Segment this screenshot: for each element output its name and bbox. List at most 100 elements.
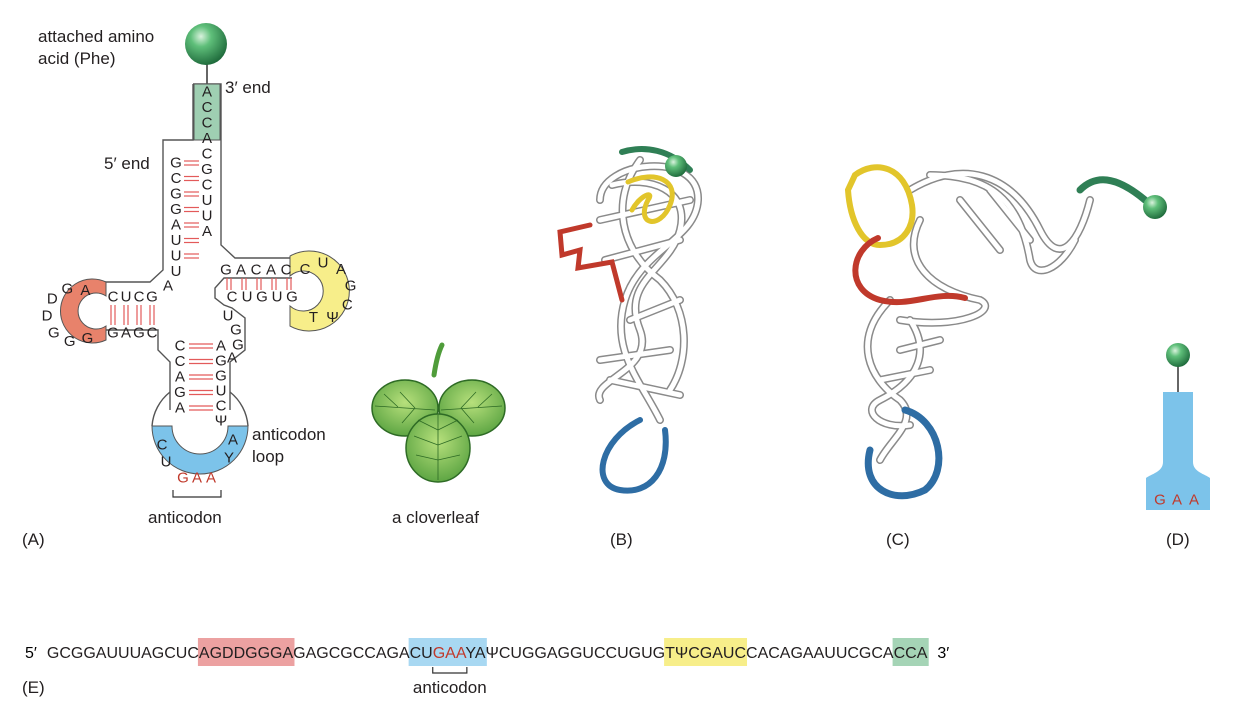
d-loop-nt: G (82, 330, 94, 347)
sequence-suffix: 3′ (937, 645, 949, 662)
panel-b-3d-structure: (B) (557, 146, 703, 549)
sequence-highlights (197, 638, 929, 666)
d-stem-bottom-nt: G (133, 325, 145, 342)
anticodon-loop-left-nt: U (161, 454, 172, 471)
sequence-segment: CACAGAAUUCGCA (746, 645, 894, 662)
acceptor-3prime-nt: A (202, 84, 212, 101)
sequence-segment: TΨCGAUC (665, 645, 746, 662)
variable-loop-nt: G (232, 337, 244, 354)
anticodon-nt: A (192, 470, 202, 487)
panel-b-t-loop (625, 174, 675, 224)
anticodon-stem-left-nt: C (175, 353, 186, 370)
sequence-highlight-d (197, 638, 295, 666)
t-loop-nt: G (345, 278, 357, 295)
acceptor-3prime-nt: U (202, 208, 213, 225)
anticodon-nt: G (177, 470, 189, 487)
sequence-segment: GCGGAUUUAGCUC (47, 645, 199, 662)
anticodon-loop (151, 425, 249, 475)
d-loop-nt: D (47, 290, 58, 307)
acceptor-3prime-nt: C (202, 177, 213, 194)
t-loop-nt: T (309, 309, 318, 326)
panel-c-ribbon-outline (863, 169, 1094, 464)
sequence-segment: CCA (894, 645, 928, 662)
d-loop-nt: D (42, 308, 53, 325)
anticodon-loop-label-line1: anticodon (252, 425, 326, 444)
acceptor-3prime-nt: C (202, 99, 213, 116)
sequence-anticodon-bracket (432, 667, 468, 674)
acceptor-3prime-nt: C (202, 146, 213, 163)
panel-c-amino-sphere (1143, 195, 1167, 219)
cloverleaf-label: a cloverleaf (392, 508, 479, 527)
d-stem-top-nt: U (121, 289, 132, 306)
sequence-highlight-acc (892, 638, 929, 666)
acceptor-5prime-nt: G (170, 155, 182, 172)
t-stem-bottom-nt: U (242, 289, 253, 306)
three-end-label: 3′ end (225, 78, 271, 97)
anticodon-stem-right-nt: C (216, 398, 227, 415)
sequence-segment: YA (465, 645, 485, 662)
anticodon-loop-right-nt: A (228, 432, 238, 449)
sequence-highlight-anti-red (431, 638, 468, 666)
base-pair-rungs (110, 160, 292, 411)
sequence-highlight-t (664, 638, 748, 666)
t-loop-nt: U (318, 255, 329, 272)
sequence-segment: AGDDGGGA (199, 645, 294, 662)
t-loop-nt: A (336, 261, 346, 278)
t-loop-nt: C (342, 297, 353, 314)
d-stem-top-nt: C (108, 289, 119, 306)
panel-e-sequence: 5′GCGGAUUUAGCUCAGDDGGGAGAGCGCCAGACUGAAYA… (22, 638, 949, 697)
t-stem-bottom-nt: U (272, 289, 283, 306)
acceptor-3prime-nt: A (202, 223, 212, 240)
sequence-segment: CU (410, 645, 433, 662)
acceptor-3prime-nt: A (202, 130, 212, 147)
connector-nt: A (163, 278, 173, 295)
t-loop (289, 250, 350, 332)
d-loop-nt: G (48, 324, 60, 341)
panel-a-cloverleaf: attached amino acid (Phe) 3′ end 5′ end … (22, 23, 356, 549)
sequence-prefix: 5′ (25, 645, 37, 662)
panel-d-anticodon-nt: A (1189, 492, 1199, 509)
anticodon-loop-upper (151, 391, 249, 427)
anticodon-loop-right-nt: Y (224, 450, 234, 467)
t-stem-bottom-nt: G (286, 289, 298, 306)
anticodon-nt: A (206, 470, 216, 487)
anticodon-loop-left-nt: C (157, 437, 168, 454)
panel-d-trna-shape (1146, 392, 1210, 492)
panel-c-label: (C) (886, 530, 910, 549)
clover-veins (374, 391, 503, 480)
amino-acid-label-line1: attached amino (38, 27, 154, 46)
d-stem-top-nt: G (146, 289, 158, 306)
variable-loop-nt: U (223, 308, 234, 325)
acceptor-3prime-nt: C (202, 115, 213, 132)
acceptor-3prime-nt: U (202, 192, 213, 209)
clover-stem (431, 342, 445, 378)
panel-d-amino-sphere (1166, 343, 1190, 367)
t-stem-top-nt: C (281, 262, 292, 279)
panel-b-amino-sphere (665, 155, 687, 177)
anticodon-stem-right-nt: G (215, 368, 227, 385)
d-loop (59, 278, 107, 344)
panel-c-d-loop (852, 235, 968, 306)
t-stem-bottom-nt: C (227, 289, 238, 306)
anticodon-loop-label-line2: loop (252, 447, 284, 466)
panel-b-anticodon-loop (599, 417, 669, 494)
sequence-segment: GAGCGCCAGA (293, 645, 410, 662)
sequence-line: 5′GCGGAUUUAGCUCAGDDGGGAGAGCGCCAGACUGAAYA… (25, 645, 949, 662)
sequence-highlight-anti (408, 638, 434, 666)
d-loop-nt: G (64, 333, 76, 350)
t-stem-top-nt: G (220, 262, 232, 279)
anticodon-label: anticodon (148, 508, 222, 527)
panel-c-ribbon-fill (865, 171, 1093, 463)
acceptor-5prime-nt: U (171, 263, 182, 280)
acceptor-3prime-nt: G (201, 161, 213, 178)
panel-d-anticodon-nt: A (1172, 492, 1182, 509)
anticodon-stem-right-nt: U (216, 383, 227, 400)
acceptor-5prime-nt: U (171, 248, 182, 265)
acceptor-5prime-nt: A (171, 217, 181, 234)
sequence-anticodon-label: anticodon (413, 678, 487, 697)
acceptor-5prime-nt: G (170, 186, 182, 203)
anticodon-stem-left-nt: C (175, 338, 186, 355)
